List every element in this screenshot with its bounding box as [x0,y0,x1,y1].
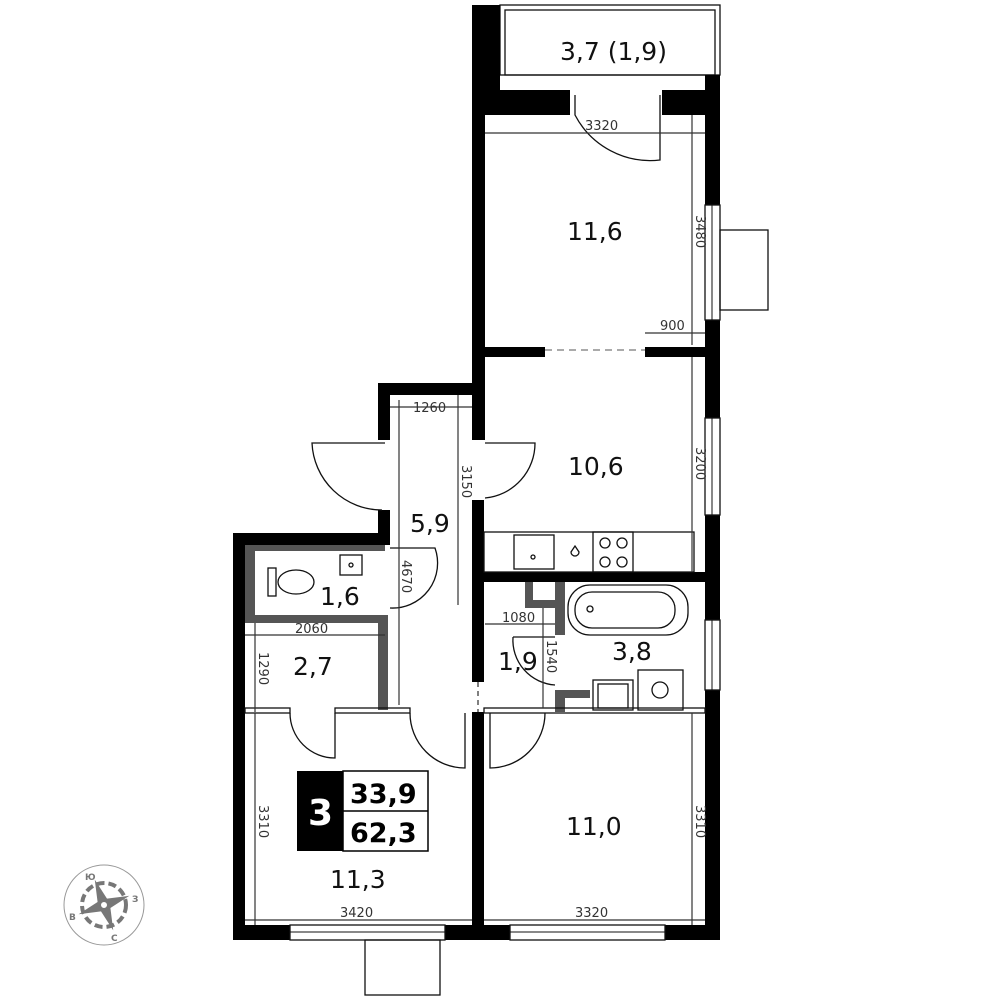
dim-1540: 1540 [543,640,558,673]
area-wc: 1,6 [320,582,360,611]
area-corridor: 1,9 [498,647,538,676]
compass-label-n: Ю [85,873,96,883]
dim-3420: 3420 [340,906,373,921]
dim-3150: 3150 [458,465,473,498]
area-hall: 5,9 [410,509,450,538]
compass-label-s: С [111,934,118,944]
dim-3320-top: 3320 [585,119,618,134]
compass-label-w: В [69,913,76,923]
area-bedroom-left: 11,3 [330,865,386,894]
room-areas: 3,7 (1,9) 11,6 10,6 5,9 1,6 2,7 1,9 3,8 … [293,37,667,894]
rooms-count: 3 [308,793,333,834]
area-bedroom-top: 11,6 [567,217,623,246]
dim-1260: 1260 [413,401,446,416]
area-closet: 2,7 [293,652,333,681]
area-bedroom-right: 11,0 [566,812,622,841]
compass-label-e: З [132,895,138,905]
living-area: 33,9 [350,779,417,810]
windows [289,204,769,996]
dim-3480: 3480 [692,215,707,248]
dim-3200: 3200 [692,447,707,480]
doors [289,95,661,769]
area-balcony: 3,7 (1,9) [560,37,667,66]
area-kitchen: 10,6 [568,452,624,481]
compass-icon: Ю З В С [63,864,145,946]
total-area: 62,3 [350,818,417,849]
dim-3310-left: 3310 [255,805,270,838]
dimension-labels: 3320 3480 900 1260 3150 3200 4670 2060 1… [255,119,707,921]
summary-badge: 3 33,9 62,3 [297,770,429,852]
dim-1080: 1080 [502,611,535,626]
dim-3320-bottom: 3320 [575,906,608,921]
dim-2060: 2060 [295,622,328,637]
walls [233,5,720,940]
dimension-lines [245,115,705,925]
dim-1290: 1290 [255,652,270,685]
area-bath: 3,8 [612,637,652,666]
dim-900: 900 [660,319,685,334]
dim-3310-right: 3310 [692,805,707,838]
dim-4670: 4670 [398,560,413,593]
fixtures [267,531,695,711]
